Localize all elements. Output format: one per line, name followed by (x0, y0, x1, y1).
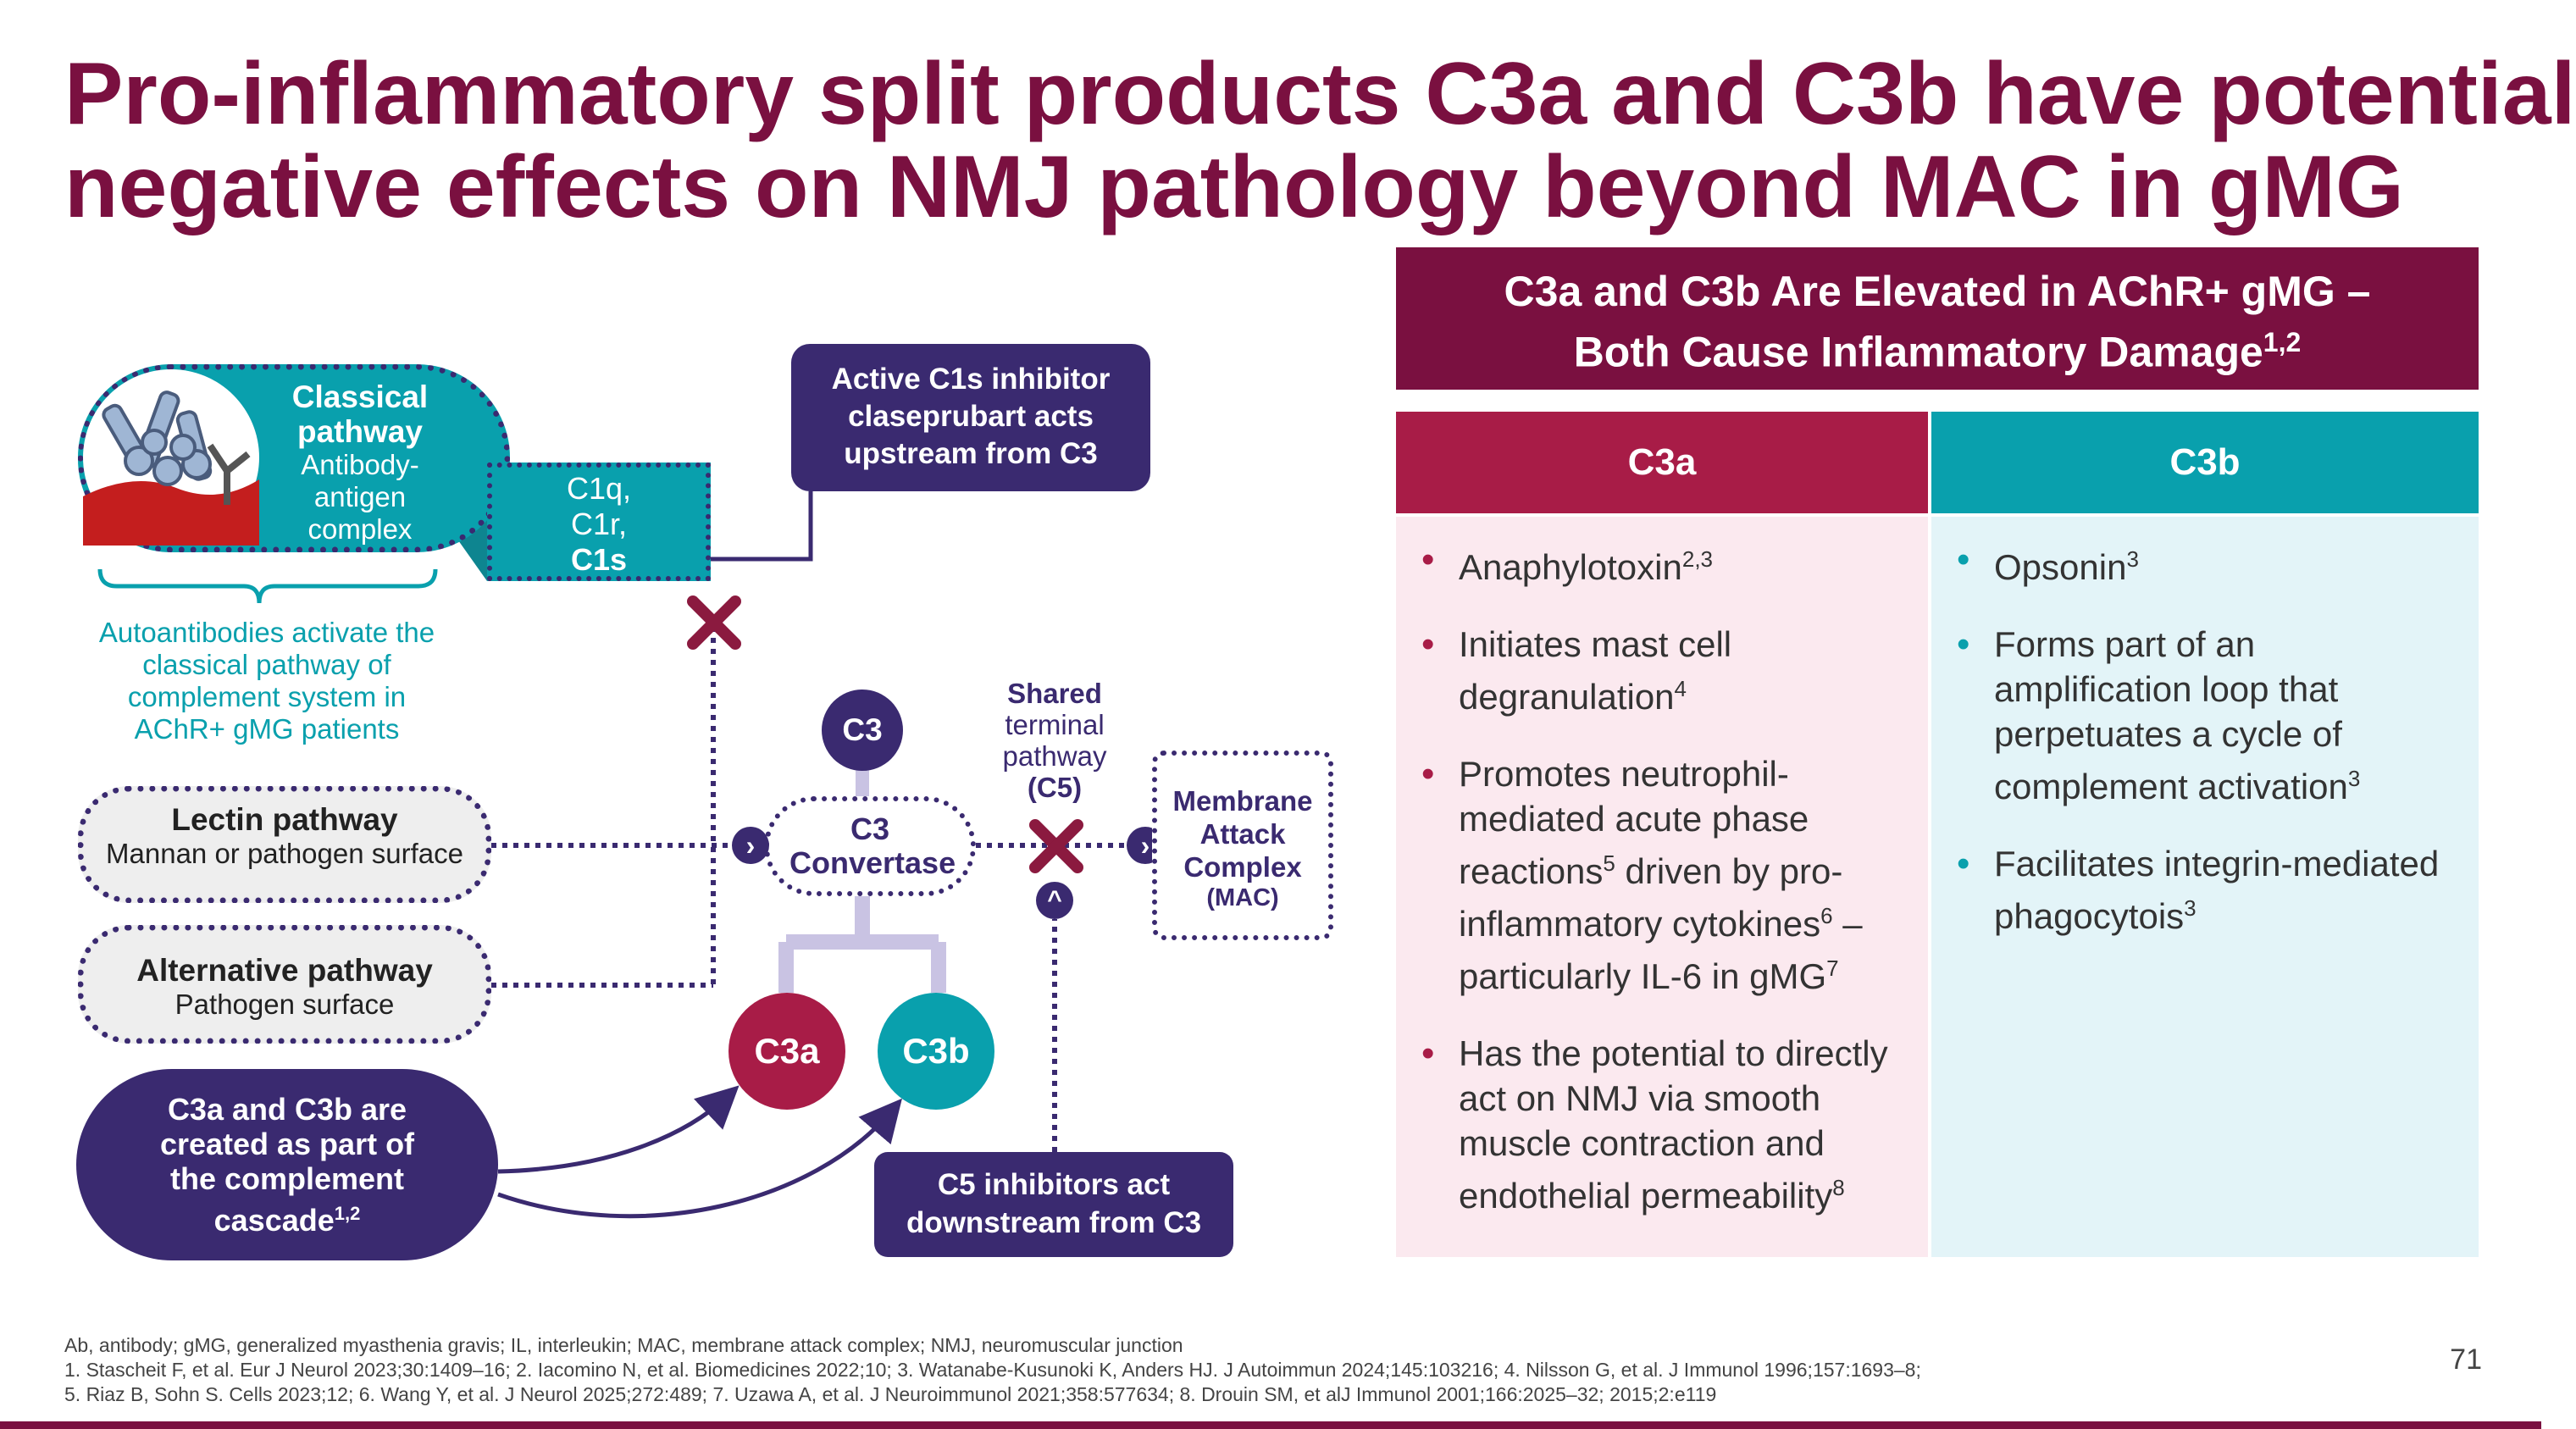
c3-label: C3 (842, 712, 883, 747)
convertase-split-connector (778, 895, 946, 993)
bottom-bar (0, 1421, 2541, 1429)
autoantibody-brace (97, 568, 438, 604)
c3-convertase-connector (856, 762, 869, 798)
footnote-abbreviations: Ab, antibody; gMG, generalized myastheni… (64, 1334, 1183, 1356)
shared-line-3: pathway (1002, 740, 1107, 772)
alternative-pathway-name: Alternative pathway (136, 953, 433, 988)
c1q-label: C1q, (566, 471, 632, 506)
c3a-bullet-ref: 5 (1603, 850, 1615, 876)
inhibitor-arrow (665, 491, 813, 580)
panel-header-line-2: Both Cause Inflammatory Damage1,2 (1396, 317, 2479, 378)
title-line-2: negative effects on NMJ pathology beyond… (64, 138, 2404, 236)
c3b-bullet: •Facilitates integrin-mediated phagocyto… (1957, 843, 2440, 936)
footnotes: Ab, antibody; gMG, generalized myastheni… (64, 1333, 1921, 1407)
title-line-1: Pro-inflammatory split products C3a and … (64, 45, 2576, 143)
c3a-circle: C3a (728, 993, 845, 1110)
c3a-bullet-text: Has the potential to directly act on NMJ… (1459, 1033, 1888, 1216)
panel-header-ref: 1,2 (2263, 327, 2302, 357)
mac-line-1: Membrane (1172, 785, 1313, 817)
cascade-pill: C3a and C3b are created as part of the c… (76, 1069, 498, 1260)
c3a-bullet-ref: 6 (1820, 903, 1833, 928)
c3a-column-title: C3a (1627, 441, 1697, 483)
shared-terminal-pathway: Shared terminal pathway (C5) (974, 678, 1135, 803)
lectin-pathway-sub: Mannan or pathogen surface (106, 838, 463, 869)
c3a-bullet-text: Initiates mast cell degranulation (1459, 624, 1732, 717)
page-number: 71 (2450, 1343, 2482, 1376)
classical-pathway-text: Classical pathway Antibody-antigen compl… (271, 379, 449, 546)
c1-complex-box: C1q, C1r, C1s (487, 462, 711, 581)
c3b-bullet-text: Facilitates integrin-mediated phagocytoi… (1994, 844, 2440, 936)
classical-pathway-sub: Antibody-antigen complex (301, 449, 419, 545)
c1s-inhibitor-text: Active C1s inhibitor claseprubart acts u… (831, 363, 1111, 470)
panel-header: C3a and C3b Are Elevated in AChR+ gMG – … (1396, 247, 2479, 390)
c1s-label: C1s (570, 542, 628, 577)
c3a-bullet: •Promotes neutrophil-mediated acute phas… (1421, 753, 1863, 996)
c3a-bullet-text: Anaphylotoxin (1459, 547, 1682, 587)
block-mark-c1s (687, 595, 741, 650)
c3-convertase-label: C3 Convertase (789, 811, 956, 880)
cascade-arrow-c3b (497, 1098, 902, 1219)
c3a-bullet-text: Promotes neutrophil-mediated acute phase… (1459, 754, 1809, 891)
c3b-circle: C3b (878, 993, 994, 1110)
cascade-text-main: C3a and C3b are created as part of the c… (159, 1092, 415, 1238)
c3a-bullet-ref: 4 (1674, 676, 1687, 701)
c3a-label: C3a (754, 1031, 820, 1071)
c3b-bullet-ref: 3 (2184, 895, 2197, 921)
lectin-pathway-name: Lectin pathway (171, 802, 398, 837)
c3b-column-header: C3b (1931, 412, 2479, 513)
c3a-bullet-text: – particularly IL-6 in gMG (1459, 904, 1863, 996)
footnote-references-2: 5. Riaz B, Sohn S. Cells 2023;12; 6. Wan… (64, 1383, 1717, 1405)
c3a-bullet-ref: 7 (1826, 955, 1839, 981)
c3a-column-header: C3a (1396, 412, 1928, 513)
c3b-column-title: C3b (2169, 441, 2241, 483)
c5-inhibitors-box: C5 inhibitors act downstream from C3 (874, 1152, 1233, 1257)
c3b-bullet-text: Opsonin (1994, 547, 2127, 587)
c3a-bullet-ref: 8 (1832, 1175, 1845, 1200)
c3b-bullet-text: Forms part of an amplification loop that… (1994, 624, 2348, 806)
panel-header-line-2-text: Both Cause Inflammatory Damage (1573, 328, 2263, 376)
c3b-bullet-ref: 3 (2347, 766, 2361, 791)
c3a-column-body: •Anaphylotoxin2,3 •Initiates mast cell d… (1396, 517, 1928, 1257)
page-title: Pro-inflammatory split products C3a and … (64, 45, 2576, 236)
alternative-pathway-pill: Alternative pathway Pathogen surface (78, 925, 491, 1044)
shared-line-4: (C5) (1027, 772, 1083, 803)
c1s-inhibitor-box: Active C1s inhibitor claseprubart acts u… (791, 344, 1150, 491)
c3b-bullet: •Forms part of an amplification loop tha… (1957, 623, 2361, 806)
classical-pathway-name: Classical pathway (291, 379, 429, 449)
c3b-bullet: •Opsonin3 (1957, 539, 2139, 587)
c3-convertase-pill: C3 Convertase (764, 796, 976, 896)
mac-box: Membrane Attack Complex (MAC) (1152, 751, 1333, 940)
c3a-bullet: •Initiates mast cell degranulation4 (1421, 623, 1732, 717)
mac-line-4: (MAC) (1206, 884, 1279, 911)
footnote-references-1: 1. Stascheit F, et al. Eur J Neurol 2023… (64, 1359, 1921, 1381)
antibody-antigen-icon (83, 369, 259, 546)
lectin-pathway-pill: Lectin pathway Mannan or pathogen surfac… (78, 786, 491, 903)
cascade-arrow-c3a (497, 1085, 740, 1174)
block-mark-c5 (1029, 819, 1083, 873)
c3a-bullet-ref: 2,3 (1681, 546, 1714, 572)
c3a-bullet-text: driven by pro-inflammatory cytokines (1459, 851, 1843, 944)
chevron-right-icon: › (732, 827, 769, 864)
c1r-label: C1r, (570, 507, 628, 541)
shared-line-2: terminal (1005, 709, 1105, 740)
mac-line-3: Complex (1183, 851, 1302, 883)
c3b-label: C3b (902, 1031, 970, 1071)
c3a-bullet: •Anaphylotoxin2,3 (1421, 539, 1714, 587)
panel-header-line-1: C3a and C3b Are Elevated in AChR+ gMG – (1504, 268, 2371, 315)
autoantibodies-note: Autoantibodies activate the classical pa… (98, 617, 435, 745)
c3-circle: C3 (822, 690, 903, 771)
cascade-text: C3a and C3b are created as part of the c… (147, 1092, 427, 1238)
shared-line-1: Shared (1007, 678, 1102, 709)
chevron-up-icon: ^ (1036, 882, 1073, 919)
alternative-pathway-sub: Pathogen surface (175, 989, 395, 1020)
c5-inhibitors-text: C5 inhibitors act downstream from C3 (906, 1168, 1202, 1239)
mac-line-2: Attack (1199, 818, 1286, 850)
cascade-ref: 1,2 (334, 1203, 361, 1224)
c3b-bullet-ref: 3 (2126, 546, 2139, 572)
c3a-bullet: •Has the potential to directly act on NM… (1421, 1033, 1888, 1216)
c3b-column-body: •Opsonin3 •Forms part of an amplificatio… (1931, 517, 2479, 1257)
